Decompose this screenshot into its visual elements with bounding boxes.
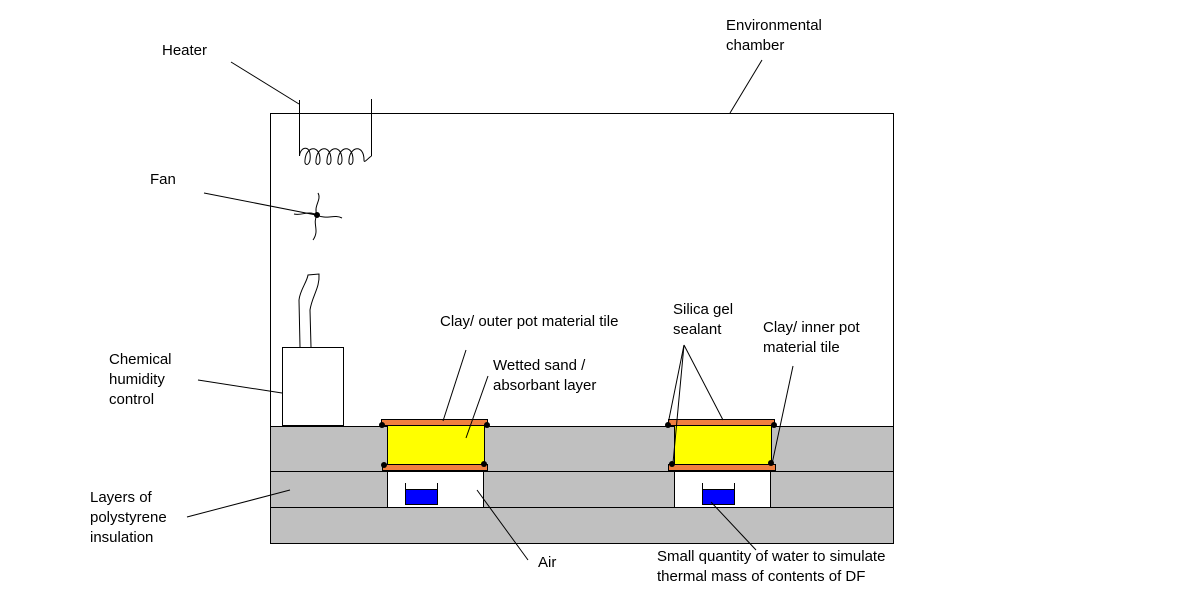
label-line: control: [109, 391, 155, 408]
label-line: Environmental: [726, 17, 822, 34]
leader-air: [476, 489, 529, 561]
inner-tile-right: [668, 464, 776, 471]
leader-chemical-humidity: [197, 379, 283, 394]
leader-environmental-chamber: [729, 59, 763, 114]
label-water: Small quantity of water to simulate ther…: [657, 547, 885, 587]
sealant-dot: [481, 461, 487, 467]
specimen-left: [379, 419, 490, 508]
sand-layer-left: [387, 424, 485, 466]
label-layers-of-insulation: Layers of polystyrene insulation: [90, 488, 167, 548]
specimen-right: [665, 419, 777, 508]
leader-clay-inner: [771, 365, 794, 465]
label-line: chamber: [726, 37, 785, 54]
label-line: Chemical: [109, 351, 172, 368]
label-air: Air: [538, 554, 557, 571]
insulation-layer-bottom: [270, 507, 894, 544]
humidity-control-unit: [282, 273, 344, 426]
label-line: sealant: [673, 321, 722, 338]
label-line: Clay/ inner pot: [763, 319, 860, 336]
label-clay-inner-tile: Clay/ inner pot material tile: [763, 318, 860, 358]
sealant-dot: [381, 462, 387, 468]
sealant-dot: [379, 422, 385, 428]
leader-silica-left-bottom: [672, 344, 685, 464]
leader-clay-outer: [442, 349, 467, 422]
label-line: Wetted sand /: [493, 357, 586, 374]
polystyrene-insulation-layers: [270, 426, 894, 544]
sealant-dot: [771, 422, 777, 428]
leader-silica-left-top: [667, 344, 685, 425]
heater-icon: [299, 99, 372, 165]
label-line: insulation: [90, 529, 154, 546]
inner-tile-left: [382, 464, 488, 471]
leader-fan: [203, 192, 317, 216]
label-line: Silica gel: [673, 301, 734, 318]
sand-layer-right: [674, 424, 772, 466]
label-silica-gel-sealant: Silica gel sealant: [673, 300, 733, 340]
label-line: absorbant layer: [493, 377, 597, 394]
sealant-dot: [669, 461, 675, 467]
label-wetted-sand: Wetted sand / absorbant layer: [493, 356, 596, 396]
leader-layers: [186, 489, 291, 518]
label-environmental-chamber: Environmental chamber: [726, 16, 822, 56]
label-heater: Heater: [162, 42, 208, 59]
leader-lines: [186, 59, 794, 561]
label-line: material tile: [763, 339, 840, 356]
label-line: polystyrene: [90, 509, 167, 526]
label-line: Small quantity of water to simulate: [657, 548, 886, 565]
leader-water: [710, 501, 757, 551]
label-chemical-humidity-control: Chemical humidity control: [109, 350, 172, 410]
label-line: Layers of: [90, 489, 152, 506]
water-dish-left: [405, 489, 438, 505]
leader-wetted-sand: [465, 375, 489, 439]
leader-heater: [230, 61, 300, 105]
outer-tile-right: [668, 419, 775, 426]
humidity-control-tube: [298, 273, 320, 348]
fan-icon: [293, 192, 343, 241]
insulation-layer-top: [270, 426, 894, 472]
sealant-dot: [665, 422, 671, 428]
humidity-control-box: [282, 347, 344, 426]
label-fan: Fan: [150, 171, 176, 188]
label-line: humidity: [109, 371, 165, 388]
insulation-layer-middle: [270, 471, 894, 508]
leader-silica-right: [683, 344, 724, 421]
water-dish-right: [702, 489, 735, 505]
sealant-dot: [484, 422, 490, 428]
label-clay-outer-tile: Clay/ outer pot material tile: [440, 313, 619, 330]
label-line: thermal mass of contents of DF: [657, 568, 866, 585]
